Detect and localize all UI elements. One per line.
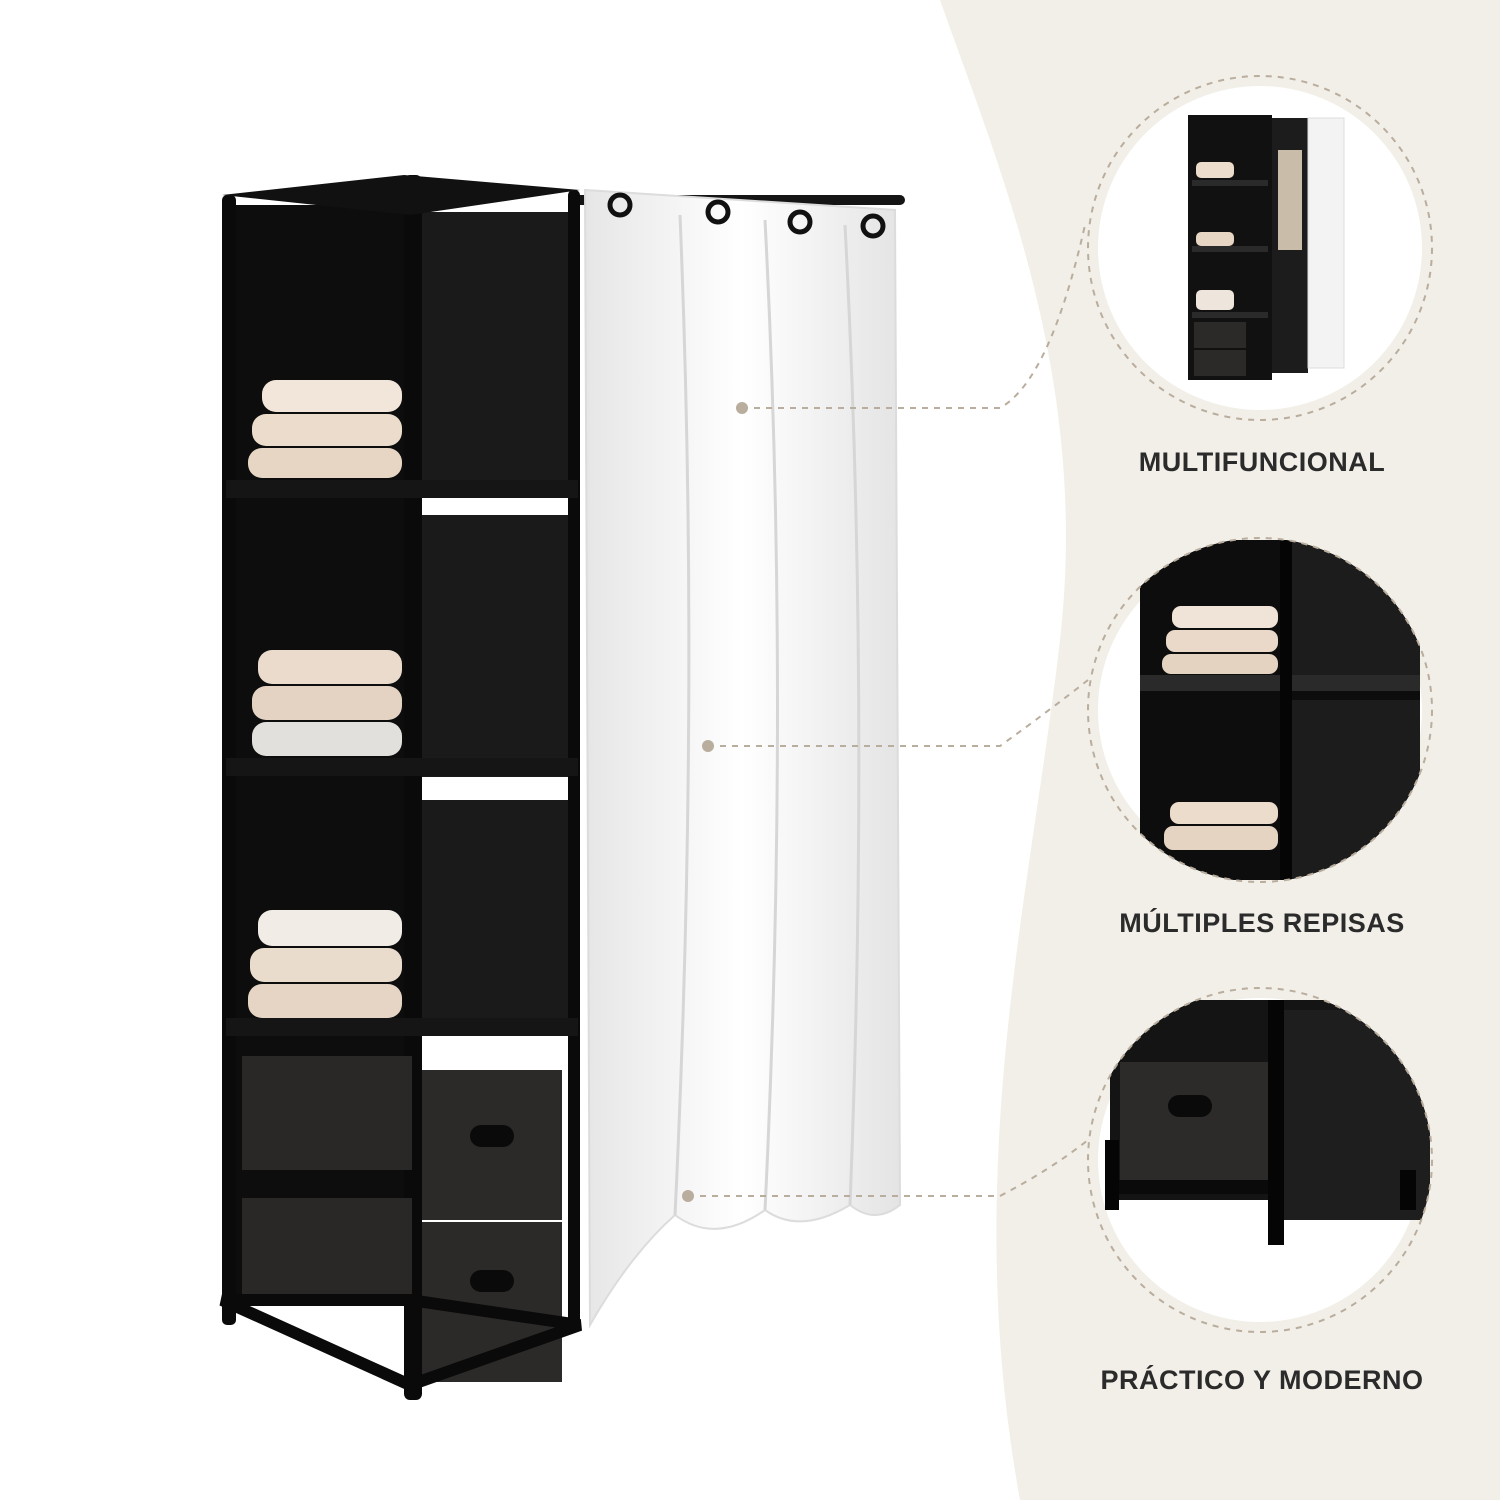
closeup-post: [1105, 1140, 1119, 1210]
closeup-folded-clothes: [1172, 606, 1278, 628]
leader-lines: [688, 224, 1089, 1197]
folded-clothes: [250, 948, 402, 982]
feature-circle-multifuncional: [1087, 75, 1433, 421]
leader-dot: [736, 402, 748, 414]
circle-border: [1087, 537, 1433, 883]
mini-folded-clothes: [1196, 232, 1234, 246]
feature-label-multiples-repisas: MÚLTIPLES REPISAS: [1119, 908, 1405, 938]
leader-dot: [682, 1190, 694, 1202]
curtain-grommet: [705, 199, 731, 225]
drawer-box: [242, 1056, 412, 1170]
side-fabric-panel: [420, 212, 575, 480]
folded-clothes: [252, 414, 402, 446]
circle-border: [1087, 75, 1433, 421]
closeup-folded-clothes: [1162, 654, 1278, 674]
leader-line: [688, 1139, 1089, 1197]
curtain-fold: [763, 219, 779, 1211]
feature-circle-practico: [1087, 987, 1433, 1333]
curtain-grommet: [787, 209, 813, 235]
mini-shelf: [1192, 180, 1268, 186]
drawer-handle: [470, 1270, 514, 1292]
mini-shelf: [1192, 312, 1268, 318]
shelf-board: [226, 480, 578, 498]
folded-clothes: [258, 650, 402, 684]
curtain-grommet: [860, 213, 886, 239]
curtain-fold: [843, 224, 861, 1206]
mini-curtain: [1307, 117, 1345, 369]
mini-shelf: [1192, 246, 1268, 252]
curtain-fabric: [583, 188, 902, 1329]
drawer-handle: [470, 1125, 514, 1147]
wardrobe-tower: [219, 175, 582, 1400]
mini-folded-clothes: [1196, 162, 1234, 178]
folded-clothes: [248, 448, 402, 478]
closeup-drawer: [1120, 1062, 1270, 1180]
folded-clothes: [262, 380, 402, 412]
mini-drawer: [1194, 322, 1246, 348]
curtain-grommet: [607, 192, 633, 218]
folded-clothes: [252, 686, 402, 720]
closeup-post: [1268, 1000, 1284, 1245]
circle-border: [1087, 987, 1433, 1333]
mini-hanging-clothes: [1278, 150, 1302, 250]
feature-label-multifuncional: MULTIFUNCIONAL: [1138, 447, 1386, 477]
curtain: [575, 188, 905, 1329]
closeup-foot: [1400, 1170, 1416, 1210]
side-fabric-panel: [420, 515, 575, 777]
leader-line: [708, 679, 1089, 747]
mini-drawer: [1194, 350, 1246, 376]
closeup-drawer-handle: [1168, 1095, 1212, 1117]
leader-dot: [702, 740, 714, 752]
closeup-folded-clothes: [1170, 802, 1278, 824]
side-fabric-panel: [420, 800, 575, 1035]
mini-folded-clothes: [1196, 290, 1234, 310]
closeup-folded-clothes: [1166, 630, 1278, 652]
leader-line: [742, 224, 1086, 409]
closeup-bottom-rail: [1110, 1180, 1280, 1194]
folded-clothes: [248, 984, 402, 1018]
folded-clothes: [258, 910, 402, 946]
shelf-board: [226, 758, 578, 776]
feature-label-practico-y-moderno: PRÁCTICO Y MODERNO: [1100, 1365, 1424, 1395]
closeup-post: [1280, 540, 1292, 880]
top-frame: [222, 175, 580, 215]
closeup-folded-clothes: [1164, 826, 1278, 850]
bottom-frame: [219, 1294, 582, 1392]
folded-clothes: [252, 722, 402, 756]
shelf-board: [226, 1018, 578, 1036]
drawer-box: [242, 1198, 412, 1306]
curtain-fold: [673, 214, 691, 1216]
